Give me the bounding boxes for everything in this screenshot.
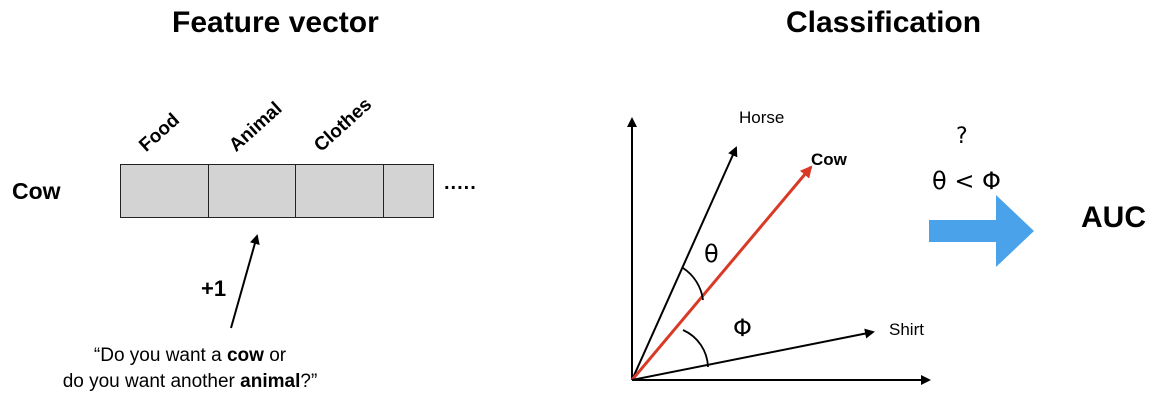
result-arrow-icon: [929, 195, 1034, 267]
phi-arc: [682, 329, 709, 368]
horse-vector: [631, 146, 738, 381]
theta-arc: [682, 267, 704, 301]
angle-condition: θ < Φ: [932, 167, 1001, 195]
cow-vector: [630, 165, 813, 381]
increment-label: +1: [201, 276, 227, 301]
cow-vector-label: Cow: [811, 150, 847, 169]
classification-title: Classification: [786, 6, 982, 39]
more-features-ellipsis: .....: [444, 172, 477, 194]
example-sentence-line-2: do you want another animal?”: [62, 371, 318, 392]
feature-vector-title: Feature vector: [172, 6, 379, 39]
cell-food: [121, 165, 209, 217]
cell-animal: [209, 165, 296, 217]
horse-label: Horse: [739, 108, 785, 127]
row-label-cow: Cow: [12, 178, 61, 204]
phi-label: Φ: [733, 314, 752, 342]
example-sentence: “Do you want a cow or do you want anothe…: [0, 343, 380, 395]
keyword-cow: cow: [226, 345, 264, 366]
feature-vector-cells: [120, 164, 434, 218]
shirt-vector: [631, 328, 875, 381]
shirt-label: Shirt: [889, 320, 924, 339]
auc-label: AUC: [1081, 201, 1146, 234]
theta-label: θ: [704, 240, 719, 268]
cell-more: [384, 165, 433, 217]
example-sentence-line-1: “Do you want a cow or: [93, 345, 287, 366]
increment-arrow: [230, 234, 260, 329]
cell-clothes: [296, 165, 384, 217]
keyword-animal: animal: [240, 371, 301, 392]
question-mark: ?: [956, 124, 968, 149]
